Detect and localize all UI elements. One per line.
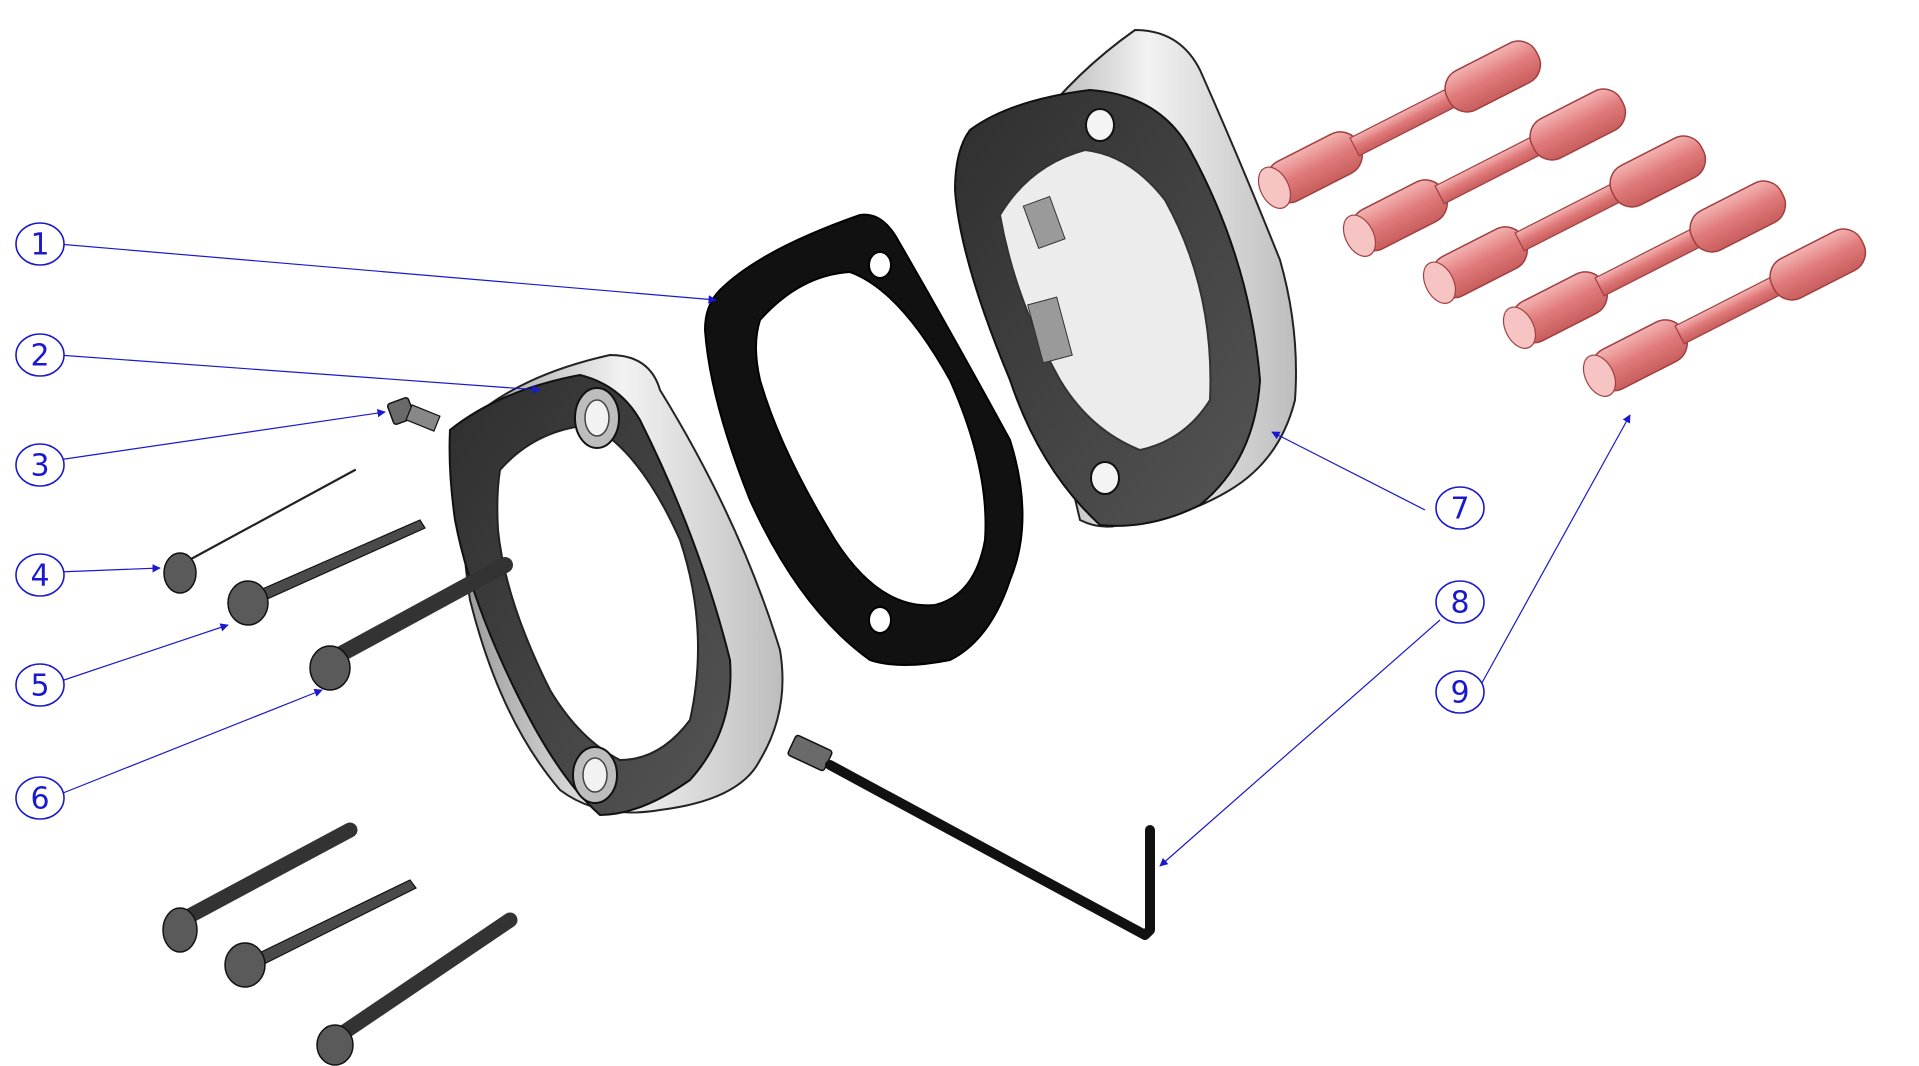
- long-screw: [309, 557, 513, 691]
- machine-screw-lower: [162, 822, 358, 953]
- leader-5: [57, 623, 229, 683]
- machine-screw-bottom: [316, 912, 518, 1066]
- callout-1: 1: [15, 222, 65, 266]
- leader-3: [57, 408, 386, 461]
- leader-4: [57, 564, 161, 573]
- butt-connector-5: [1582, 228, 1867, 397]
- svg-text:1: 1: [30, 228, 49, 263]
- leader-8: [1159, 619, 1441, 867]
- svg-text:2: 2: [30, 339, 49, 374]
- svg-text:4: 4: [30, 559, 49, 594]
- set-screw-part: [386, 396, 441, 432]
- leader-lines: [57, 243, 1631, 867]
- callout-9: 9: [1435, 670, 1485, 714]
- callout-3: 3: [15, 443, 65, 487]
- wood-screw-upper: [227, 519, 426, 626]
- butt-connectors: [1257, 40, 1867, 397]
- svg-text:9: 9: [1450, 676, 1469, 711]
- callout-8: 8: [1435, 580, 1485, 624]
- leader-9: [1477, 414, 1631, 691]
- callouts: 1 2 3 4 5 6 7 8: [15, 222, 1485, 820]
- butt-connector-4: [1502, 180, 1787, 349]
- callout-6: 6: [15, 776, 65, 820]
- svg-text:8: 8: [1450, 586, 1469, 621]
- svg-text:7: 7: [1450, 492, 1469, 527]
- wood-screw-lower: [224, 879, 417, 988]
- housing-part: [953, 28, 1297, 528]
- machine-screw-upper: [163, 468, 357, 594]
- butt-connector-2: [1342, 88, 1627, 257]
- callout-2: 2: [15, 333, 65, 377]
- butt-connector-3: [1422, 135, 1707, 304]
- leader-1: [57, 243, 717, 304]
- leader-2: [57, 354, 541, 394]
- gasket-part: [703, 213, 1024, 666]
- hex-key-part: [787, 734, 1155, 940]
- callout-5: 5: [15, 663, 65, 707]
- svg-text:3: 3: [30, 449, 49, 484]
- spacer-ring-part: [448, 353, 784, 817]
- leader-6: [57, 688, 323, 796]
- callout-4: 4: [15, 553, 65, 597]
- svg-text:5: 5: [30, 669, 49, 704]
- leader-7: [1271, 431, 1426, 511]
- svg-text:6: 6: [30, 782, 49, 817]
- butt-connector-1: [1257, 40, 1542, 209]
- callout-7: 7: [1435, 486, 1485, 530]
